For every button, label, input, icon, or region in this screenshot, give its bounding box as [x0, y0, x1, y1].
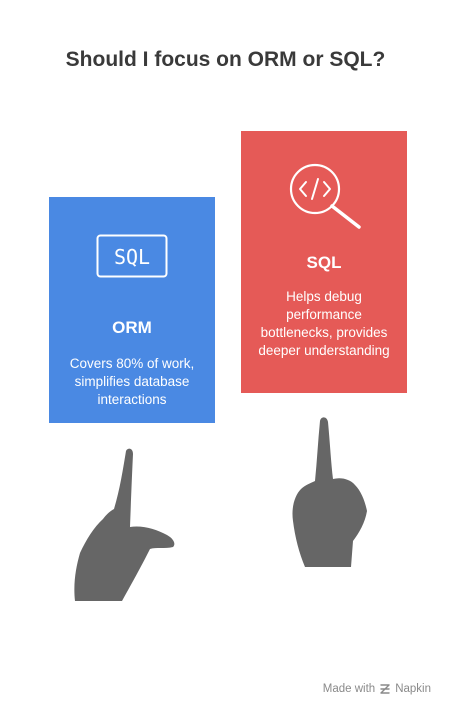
napkin-logo-icon: [380, 684, 390, 694]
code-search-icon: [289, 163, 361, 229]
page-title: Should I focus on ORM or SQL?: [65, 48, 386, 71]
pointing-hand-left-icon: [74, 448, 175, 601]
pointing-hand-right-icon: [292, 417, 367, 567]
made-with-label: Made with: [322, 683, 376, 695]
napkin-brand-label: Napkin: [395, 683, 431, 695]
sql-description: Helps debug performance bottlenecks, pro…: [258, 289, 390, 358]
orm-card: SQL ORM Covers 80% of work, simplifies d…: [49, 197, 215, 423]
sql-box-icon: SQL: [96, 234, 168, 278]
orm-description: Covers 80% of work, simplifies database …: [69, 356, 195, 407]
sql-card: SQL Helps debug performance bottlenecks,…: [241, 131, 407, 393]
sql-heading: SQL: [306, 253, 342, 272]
sql-icon-text: SQL: [114, 245, 150, 269]
made-with-napkin-footer: Made with Napkin: [323, 683, 431, 695]
orm-heading: ORM: [112, 318, 152, 337]
